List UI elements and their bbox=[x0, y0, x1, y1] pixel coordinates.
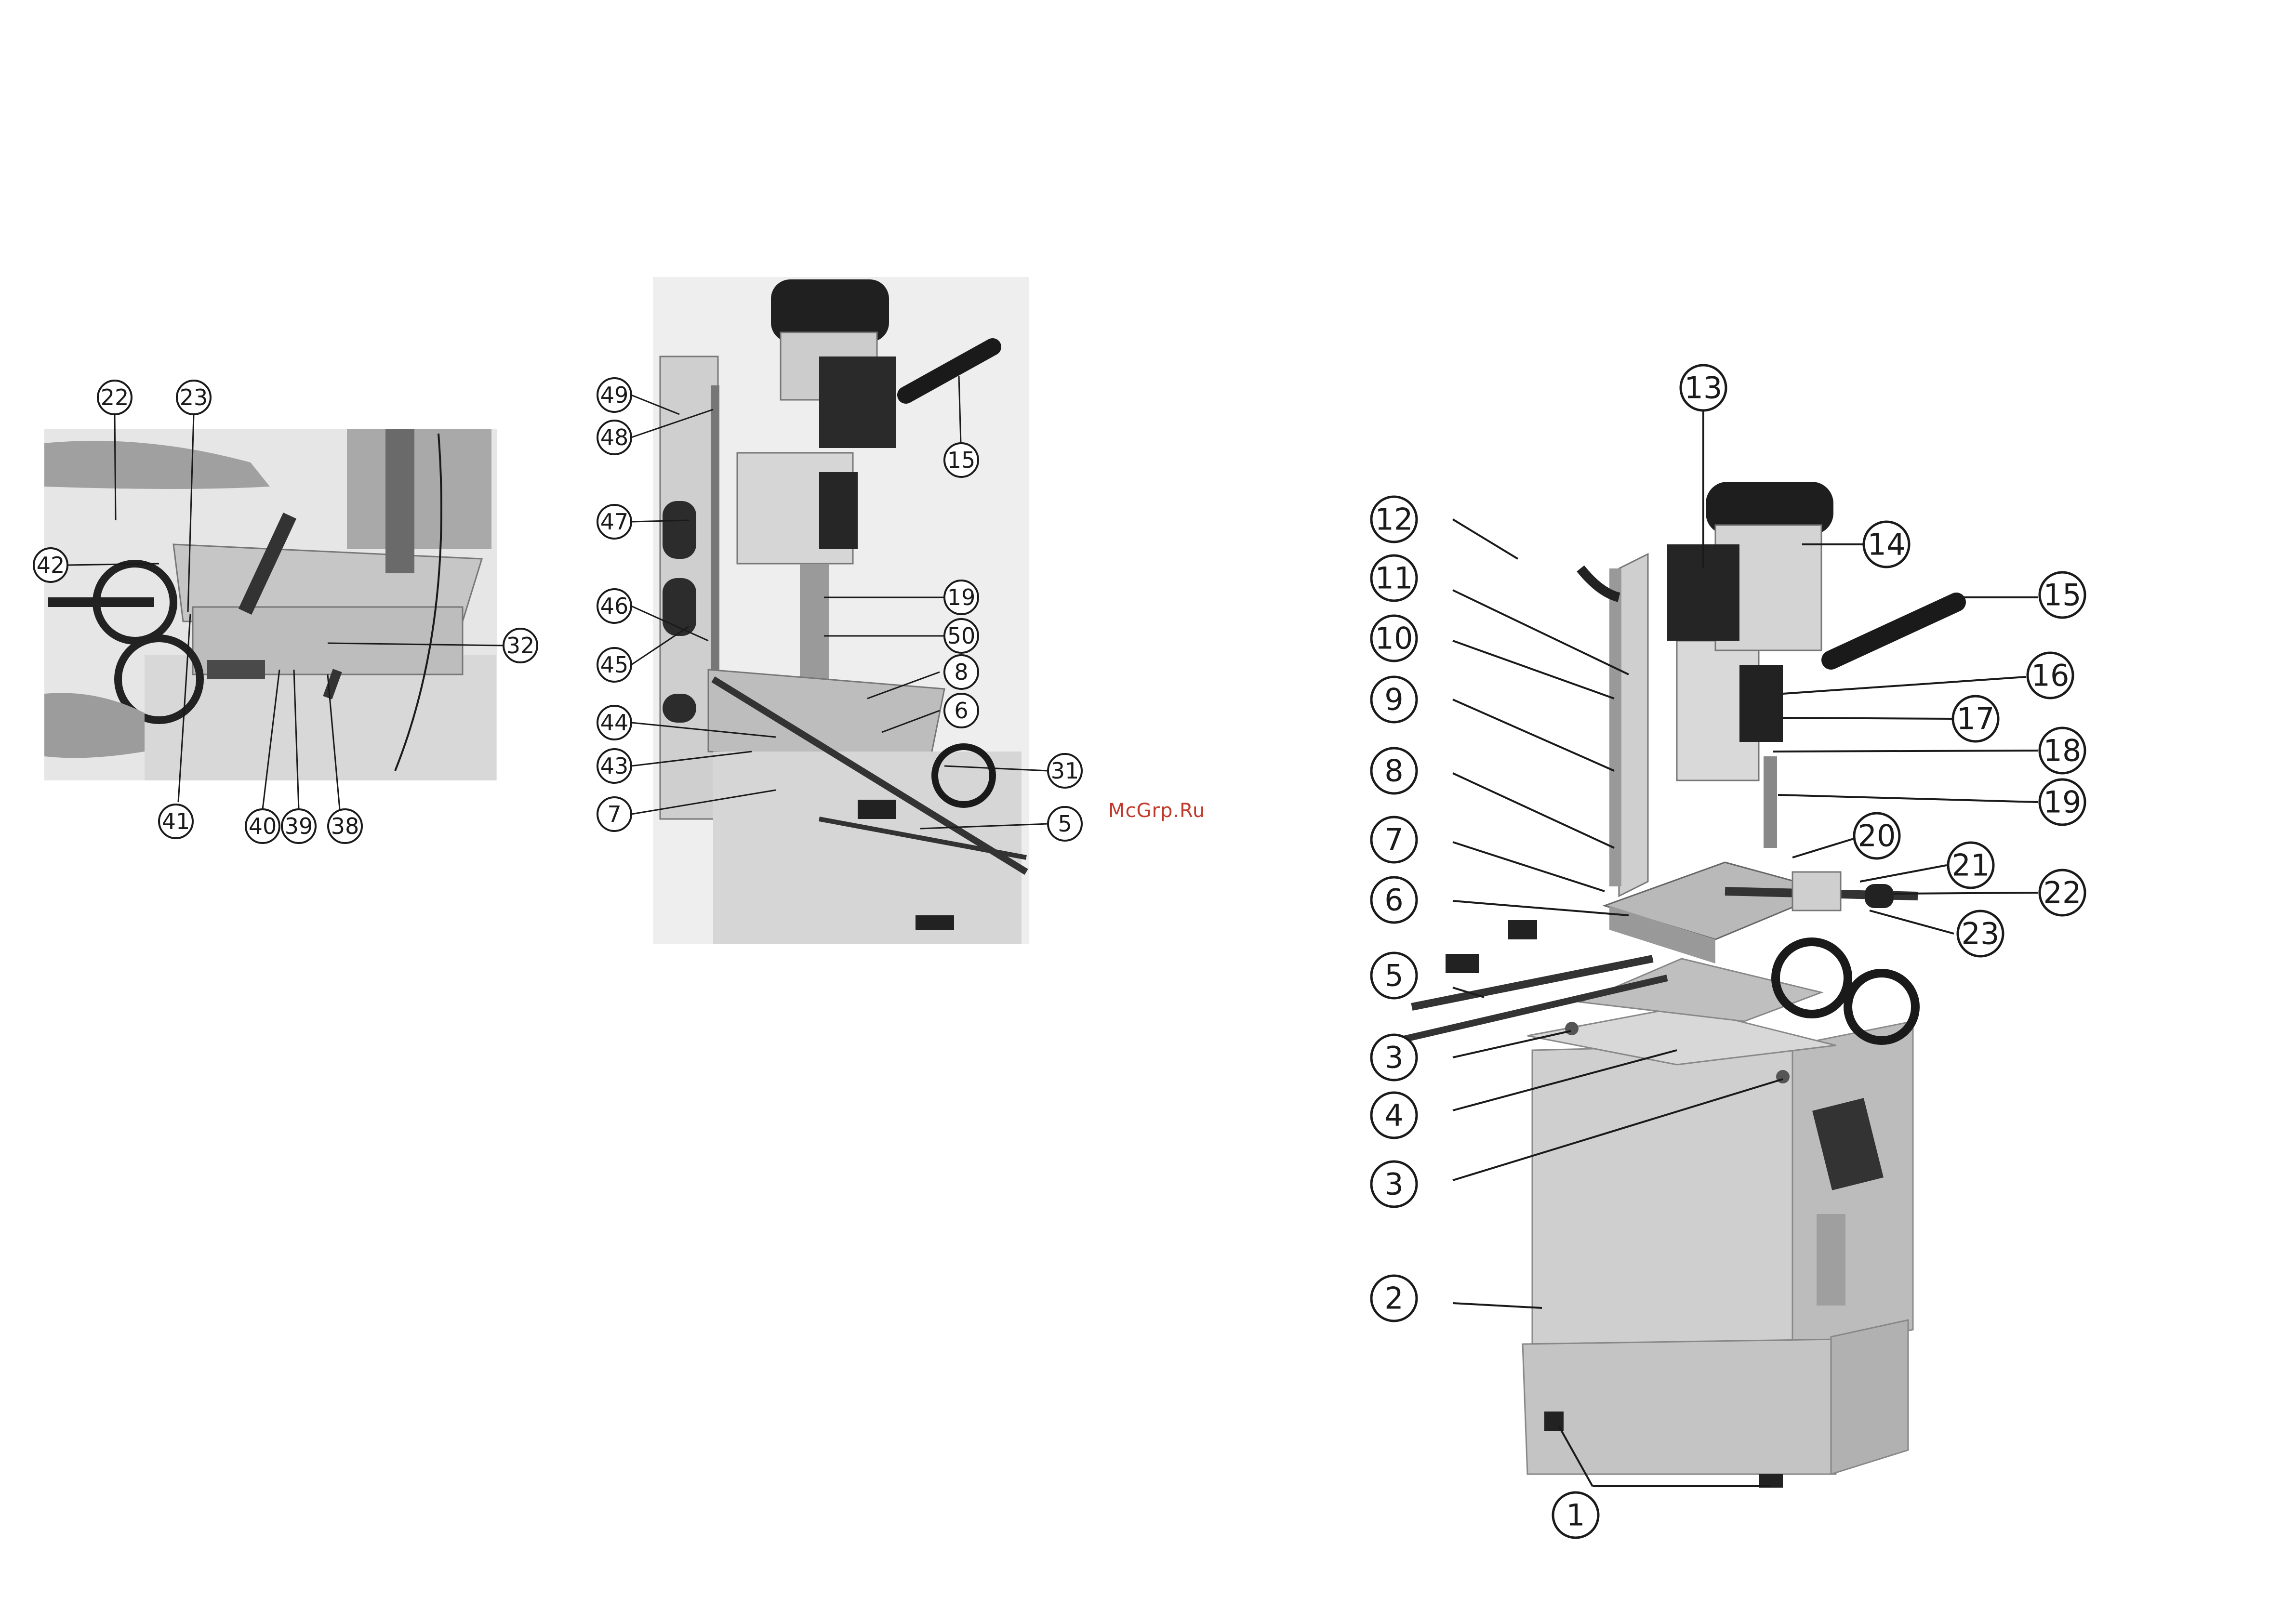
callout-label: 12 bbox=[1375, 502, 1413, 537]
callout-label: 38 bbox=[331, 813, 359, 839]
callout-label: 7 bbox=[607, 801, 621, 827]
callout-label: 21 bbox=[1952, 848, 1990, 883]
callout-label: 32 bbox=[506, 633, 535, 659]
callout-label: 50 bbox=[947, 623, 976, 649]
callout-label: 17 bbox=[1957, 701, 1995, 737]
callout-3-upper: 3 bbox=[1371, 1035, 1417, 1080]
callout-label: 19 bbox=[2044, 785, 2082, 820]
callout-45: 45 bbox=[597, 648, 631, 682]
callout-18: 18 bbox=[2040, 728, 2085, 773]
callout-label: 23 bbox=[180, 384, 208, 410]
callout-label: 6 bbox=[1384, 883, 1403, 918]
callout-38: 38 bbox=[328, 809, 362, 843]
watermark-text: McGrp.Ru bbox=[1108, 800, 1205, 822]
callout-43: 43 bbox=[597, 749, 631, 783]
callout-label: 43 bbox=[600, 753, 629, 779]
callout-label: 2 bbox=[1384, 1281, 1403, 1316]
callout-label: 47 bbox=[600, 509, 629, 535]
callout-16: 16 bbox=[2028, 653, 2073, 698]
callout-19: 19 bbox=[2040, 779, 2085, 825]
callout-label: 49 bbox=[600, 382, 629, 408]
callout-23: 23 bbox=[177, 381, 211, 414]
callout-label: 40 bbox=[249, 813, 277, 839]
callout-label: 22 bbox=[2044, 875, 2082, 910]
callout-label: 6 bbox=[954, 698, 968, 724]
callout-42: 42 bbox=[34, 548, 67, 582]
callout-41: 41 bbox=[159, 805, 193, 838]
callout-label: 10 bbox=[1375, 621, 1413, 656]
callout-label: 23 bbox=[1962, 916, 2000, 951]
callout-21: 21 bbox=[1948, 843, 1993, 888]
callout-6: 6 bbox=[944, 694, 978, 727]
callout-22: 22 bbox=[2040, 870, 2085, 915]
callout-label: 15 bbox=[2044, 578, 2082, 613]
callout-label: 31 bbox=[1051, 758, 1079, 784]
callout-8: 8 bbox=[1371, 748, 1417, 793]
callout-label: 8 bbox=[954, 659, 968, 685]
callout-12: 12 bbox=[1371, 497, 1417, 542]
callout-label: 15 bbox=[947, 447, 976, 473]
callout-label: 4 bbox=[1384, 1098, 1403, 1133]
callout-label: 9 bbox=[1384, 682, 1403, 717]
callout-5: 5 bbox=[1371, 953, 1417, 998]
callout-label: 3 bbox=[1384, 1040, 1403, 1075]
callout-22: 22 bbox=[98, 381, 132, 414]
callout-5: 5 bbox=[1048, 807, 1082, 841]
callout-label: 5 bbox=[1058, 811, 1072, 837]
callout-6: 6 bbox=[1371, 877, 1417, 923]
callout-13: 13 bbox=[1681, 365, 1726, 410]
callout-label: 8 bbox=[1384, 753, 1403, 789]
callout-label: 11 bbox=[1375, 561, 1413, 596]
callout-31: 31 bbox=[1048, 754, 1082, 788]
callout-14: 14 bbox=[1864, 522, 1909, 567]
callout-17: 17 bbox=[1953, 696, 1998, 741]
callout-label: 14 bbox=[1868, 527, 1906, 562]
callout-48: 48 bbox=[597, 421, 631, 454]
left-detail-photo bbox=[44, 429, 497, 780]
callout-label: 39 bbox=[285, 813, 313, 839]
callout-32: 32 bbox=[504, 629, 537, 662]
callout-label: 42 bbox=[37, 552, 65, 578]
callout-40: 40 bbox=[246, 809, 279, 843]
callout-8: 8 bbox=[944, 655, 978, 689]
callout-7: 7 bbox=[1371, 817, 1417, 862]
callout-label: 3 bbox=[1384, 1167, 1403, 1202]
callout-label: 13 bbox=[1685, 370, 1723, 406]
callout-label: 46 bbox=[600, 593, 629, 619]
callout-1: 1 bbox=[1553, 1492, 1598, 1538]
callout-15: 15 bbox=[2040, 572, 2085, 618]
callout-7: 7 bbox=[597, 797, 631, 831]
callout-50: 50 bbox=[944, 619, 978, 653]
callout-label: 5 bbox=[1384, 958, 1403, 993]
callout-23: 23 bbox=[1958, 911, 2003, 956]
callout-10: 10 bbox=[1371, 616, 1417, 661]
callout-11: 11 bbox=[1371, 555, 1417, 601]
callout-label: 44 bbox=[600, 710, 629, 736]
callout-19: 19 bbox=[944, 581, 978, 614]
callout-label: 22 bbox=[101, 384, 129, 410]
callout-9: 9 bbox=[1371, 677, 1417, 722]
callout-15: 15 bbox=[944, 443, 978, 477]
callout-3-lower: 3 bbox=[1371, 1161, 1417, 1207]
callout-label: 18 bbox=[2044, 733, 2082, 768]
callout-47: 47 bbox=[597, 505, 631, 539]
callout-44: 44 bbox=[597, 706, 631, 739]
callout-label: 19 bbox=[947, 584, 976, 610]
callout-20: 20 bbox=[1854, 813, 1899, 858]
callout-label: 48 bbox=[600, 424, 629, 450]
callout-4: 4 bbox=[1371, 1093, 1417, 1138]
callout-label: 20 bbox=[1858, 818, 1896, 854]
callout-46: 46 bbox=[597, 589, 631, 623]
full-machine-photo bbox=[1397, 482, 1956, 1488]
callout-label: 1 bbox=[1566, 1498, 1585, 1533]
callout-label: 45 bbox=[600, 652, 629, 678]
callout-39: 39 bbox=[282, 809, 316, 843]
callout-49: 49 bbox=[597, 378, 631, 412]
callout-label: 7 bbox=[1384, 822, 1403, 858]
callout-2: 2 bbox=[1371, 1276, 1417, 1321]
callout-label: 16 bbox=[2031, 658, 2070, 693]
callout-label: 41 bbox=[162, 808, 190, 834]
